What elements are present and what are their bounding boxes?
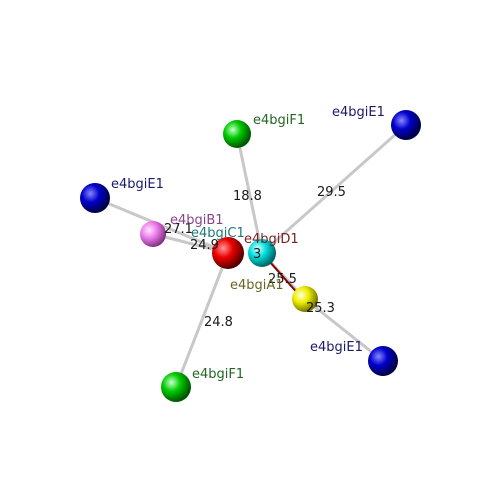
atom-label-f1-top: e4bgiF1 (253, 113, 305, 128)
atom-b1[interactable] (140, 221, 166, 247)
atom-label-e1-right: e4bgiE1 (332, 105, 385, 120)
atom-label-f1-lower: e4bgiF1 (192, 367, 244, 382)
distance-label-e1-right: 29.5 (317, 185, 346, 200)
distance-label-center: 3 (253, 247, 261, 262)
atom-f1-top[interactable] (223, 120, 251, 148)
atom-f1-lower[interactable] (161, 372, 191, 402)
distance-labels: 18.8 29.5 27.1 24.9 3 25.5 25.3 24.8 (164, 185, 346, 330)
atom-e1-right[interactable] (391, 110, 421, 140)
atom-label-b1: e4bgiB1 (170, 213, 224, 228)
atom-label-e1-left: e4bgiE1 (111, 177, 164, 192)
distance-label-a1: 25.5 (268, 272, 297, 287)
atom-label-c1: e4bgiC1 (191, 226, 245, 241)
atom-labels: e4bgiF1 e4bgiE1 e4bgiE1 e4bgiB1 e4bgiC1 … (111, 105, 385, 382)
distance-label-f1-lower: 24.8 (204, 315, 233, 330)
atom-e1-left[interactable] (80, 183, 110, 213)
distance-label-b1: 24.9 (190, 238, 219, 253)
distance-label-e1-left: 27.1 (164, 222, 193, 237)
bond-to-f1-top (235, 132, 264, 255)
atom-e1-lower[interactable] (368, 346, 398, 376)
distance-label-f1-top: 18.8 (233, 189, 262, 204)
atom-c1[interactable] (248, 239, 276, 267)
distance-label-e1-lower: 25.3 (306, 301, 335, 316)
atom-label-e1-lower: e4bgiE1 (310, 340, 363, 355)
atom-label-a1: e4bgiA1 (230, 278, 284, 293)
atom-label-d1: e4bgiD1 (244, 232, 299, 247)
bond-to-f1-lower (174, 251, 230, 389)
atom-d1[interactable] (212, 237, 244, 269)
bond-to-e1-lower (303, 297, 385, 363)
atom-a1[interactable] (292, 286, 318, 312)
atoms (80, 110, 421, 402)
bond-to-e1-right (260, 123, 408, 255)
